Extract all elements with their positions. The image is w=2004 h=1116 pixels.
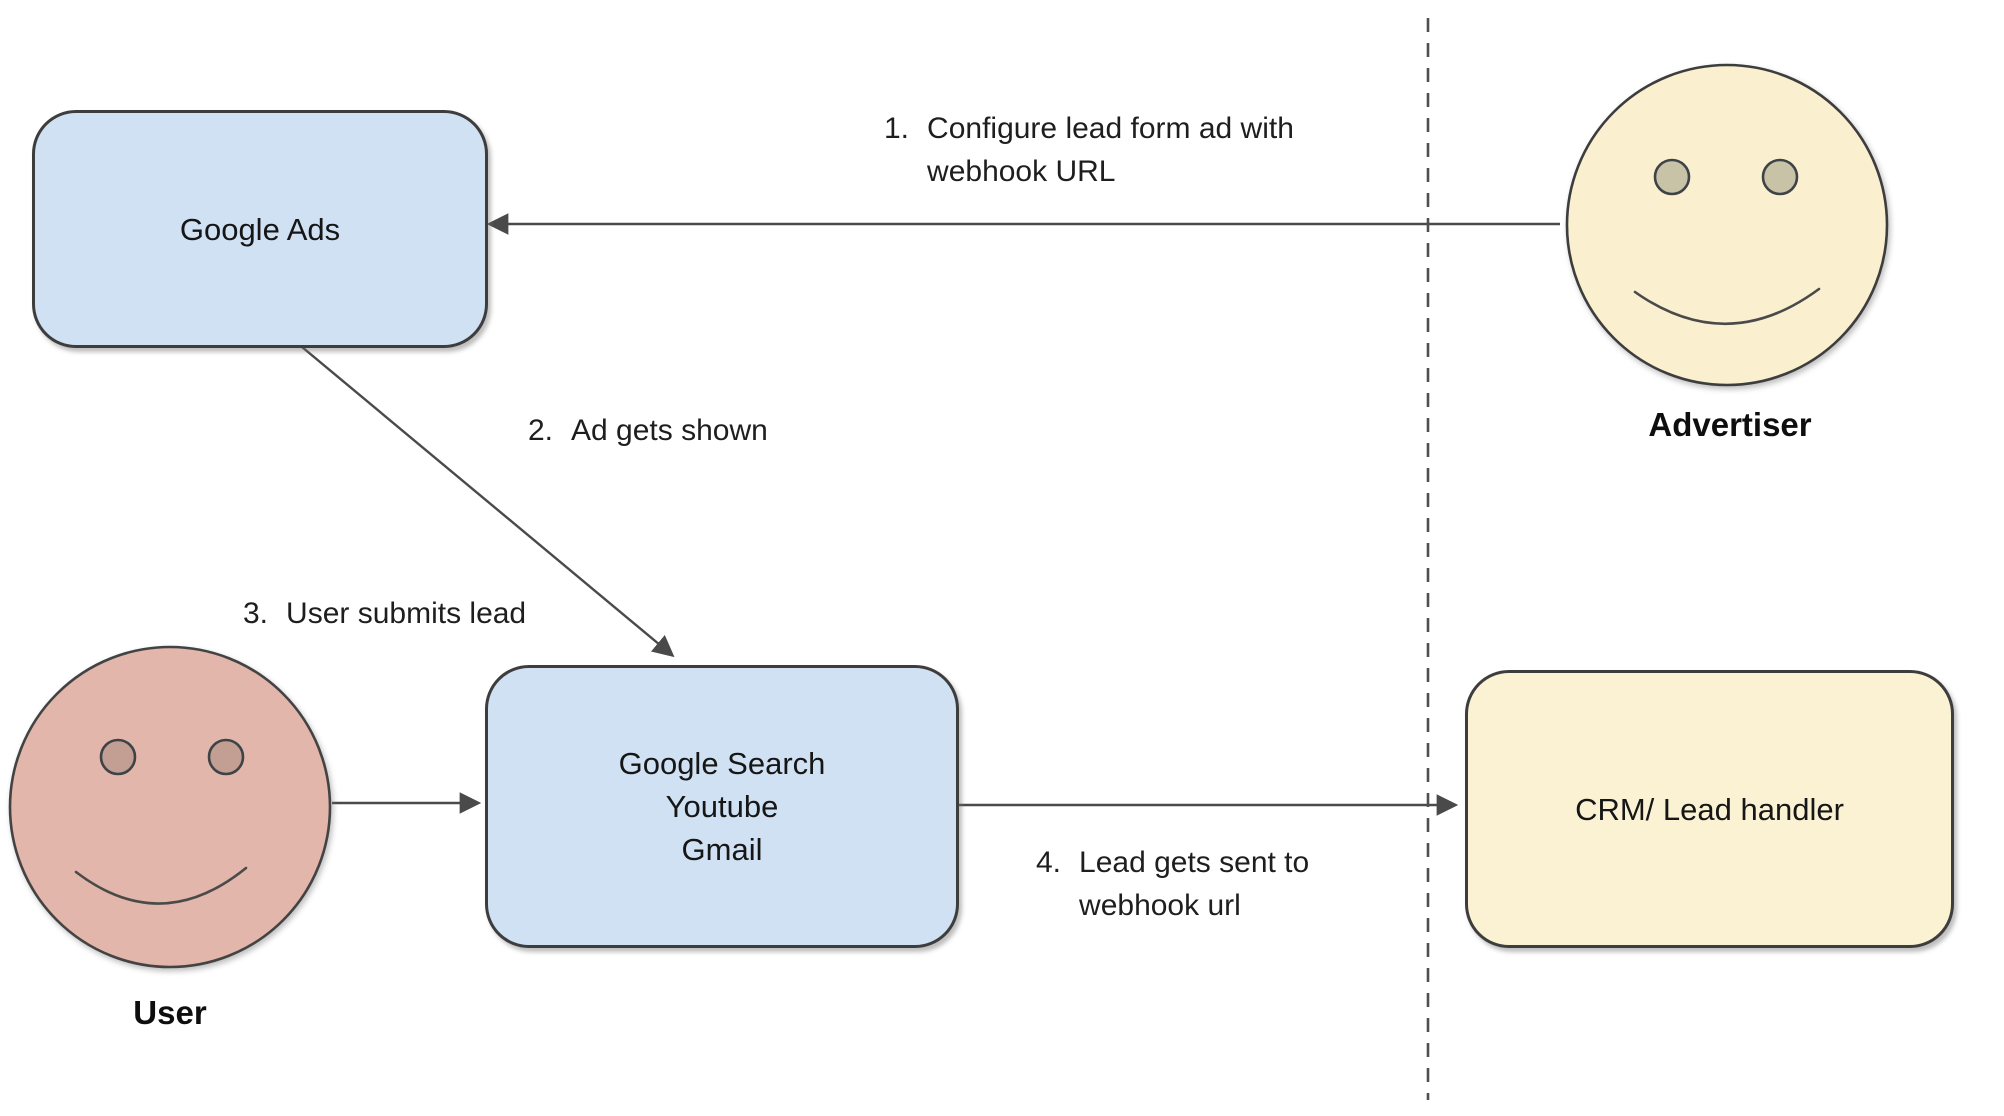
step-4-line-1: Lead gets sent to bbox=[1079, 846, 1310, 879]
node-crm-lead-handler: CRM/ Lead handler bbox=[1465, 670, 1954, 948]
step-4-label: 4. Lead gets sent to webhook url bbox=[1036, 841, 1309, 927]
node-google-ads-label: Google Ads bbox=[179, 211, 341, 247]
advertiser-label: Advertiser bbox=[1648, 406, 1812, 443]
advertiser-head bbox=[1565, 63, 1889, 387]
advertiser-left-eye bbox=[1653, 158, 1691, 196]
step-2-line-1: Ad gets shown bbox=[571, 414, 768, 447]
node-google-surfaces-line-3: Gmail bbox=[681, 832, 763, 867]
user-face-icon bbox=[8, 645, 332, 969]
step-4-line-2: webhook url bbox=[1079, 889, 1241, 922]
step-1-label: 1. Configure lead form ad with webhook U… bbox=[884, 107, 1294, 193]
step-2-label: 2. Ad gets shown bbox=[528, 409, 768, 452]
step-4-number: 4. bbox=[1036, 846, 1062, 879]
node-crm-lead-handler-label: CRM/ Lead handler bbox=[1575, 791, 1844, 827]
advertiser-right-eye bbox=[1761, 158, 1799, 196]
node-google-surfaces-line-1: Google Search bbox=[618, 746, 826, 781]
arrow-ad-gets-shown bbox=[295, 341, 675, 658]
node-google-surfaces: Google Search Youtube Gmail bbox=[485, 665, 959, 948]
user-smile bbox=[74, 866, 248, 905]
advertiser-smile bbox=[1633, 287, 1821, 326]
step-1-number: 1. bbox=[884, 112, 910, 145]
user-head bbox=[8, 645, 332, 969]
step-3-number: 3. bbox=[243, 597, 269, 630]
step-2-number: 2. bbox=[528, 414, 554, 447]
step-3-label: 3. User submits lead bbox=[243, 592, 526, 635]
step-1-line-1: Configure lead form ad with bbox=[927, 112, 1294, 145]
user-left-eye bbox=[99, 738, 137, 776]
step-1-line-2: webhook URL bbox=[927, 155, 1116, 188]
user-right-eye bbox=[207, 738, 245, 776]
user-label: User bbox=[133, 994, 207, 1031]
node-google-ads: Google Ads bbox=[32, 110, 488, 348]
advertiser-face-icon bbox=[1565, 63, 1889, 387]
step-3-line-1: User submits lead bbox=[286, 597, 527, 630]
node-google-surfaces-line-2: Youtube bbox=[665, 789, 779, 824]
